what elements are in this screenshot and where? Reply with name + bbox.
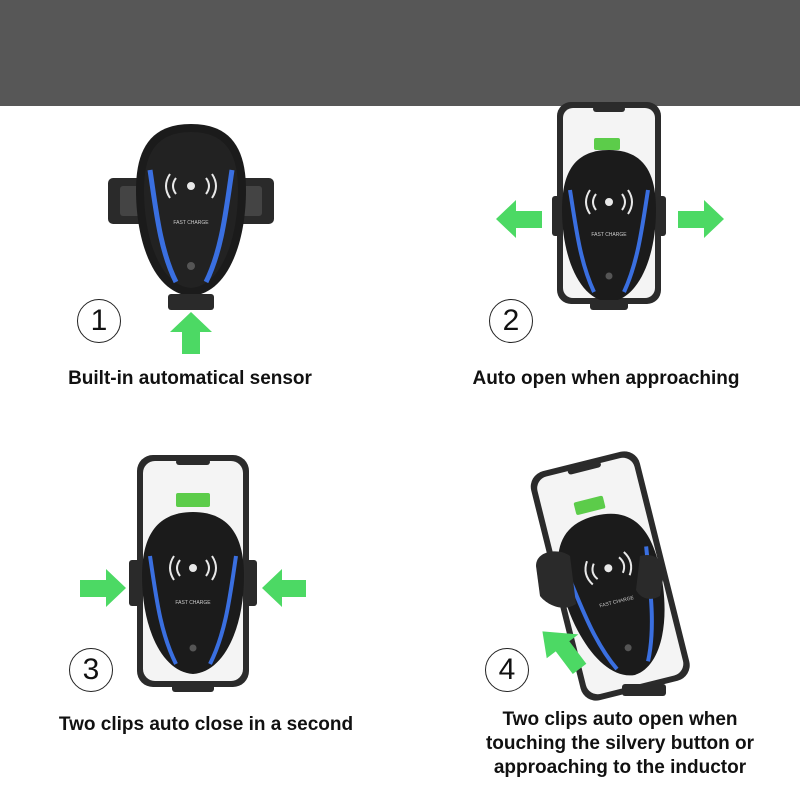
battery-icon: [176, 493, 210, 507]
arrow-left-icon: [262, 569, 306, 607]
arrow-right-icon: [80, 569, 126, 607]
arrow-left-icon: [496, 200, 542, 238]
header-band: [0, 0, 800, 106]
step-caption-4-line-2: touching the silvery button or: [485, 733, 755, 754]
device-label-2: FAST CHARGE: [591, 232, 627, 238]
arrow-right-icon: [678, 200, 724, 238]
arrow-up-icon: [170, 312, 212, 354]
step-number-1: 1: [77, 299, 121, 343]
device-label-1: FAST CHARGE: [173, 220, 209, 226]
battery-icon: [594, 138, 620, 150]
step-caption-1: Built-in automatical sensor: [68, 368, 312, 389]
step-number-2: 2: [489, 299, 533, 343]
device-label-3: FAST CHARGE: [175, 600, 211, 606]
wireless-signal-icon: [165, 173, 217, 199]
arrow-up-right-icon: [542, 631, 587, 675]
step-caption-2: Auto open when approaching: [472, 368, 740, 389]
step-caption-4-line-1: Two clips auto open when: [502, 709, 738, 730]
step-number-3: 3: [69, 648, 113, 692]
step-caption-4: Two clips auto open when touching the si…: [455, 708, 785, 780]
step-number-4: 4: [485, 648, 529, 692]
step-caption-4-line-3: approaching to the inductor: [493, 757, 747, 778]
battery-icon: [573, 495, 606, 515]
step-caption-3: Two clips auto close in a second: [58, 714, 354, 735]
